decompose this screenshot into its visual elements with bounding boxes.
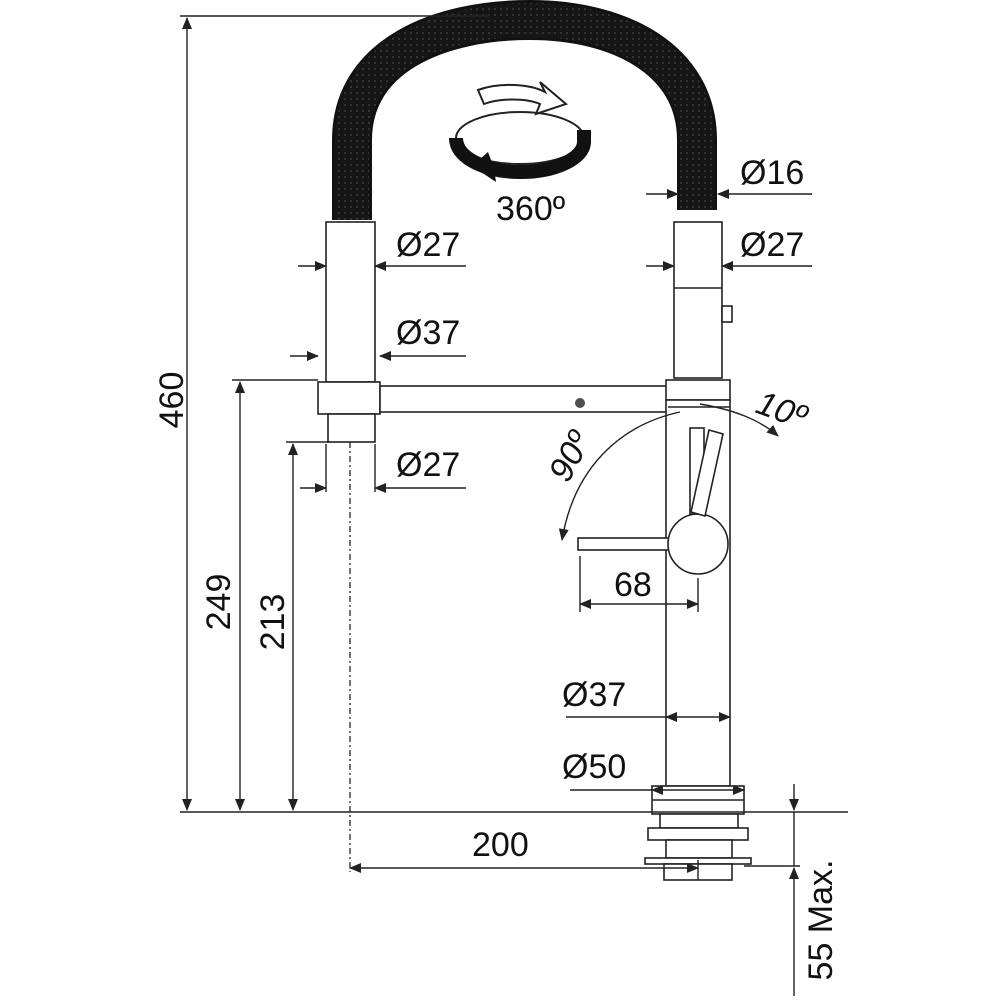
label-lever-length: 68 — [614, 566, 652, 604]
mixer-lever — [577, 427, 729, 575]
label-holder-diameter: Ø37 — [396, 314, 460, 352]
flexible-hose — [332, 0, 717, 220]
label-base-diameter: Ø50 — [562, 748, 626, 786]
dim-holder-diameter: Ø37 — [290, 314, 466, 361]
label-max-thickness: 55 Max. — [802, 860, 840, 981]
dim-base-diameter: Ø50 — [562, 748, 745, 795]
horizontal-arm — [379, 385, 669, 413]
dim-outlet-height: 213 — [254, 441, 330, 811]
label-lever-tilt: 10º — [751, 384, 813, 437]
dim-total-height: 460 — [153, 15, 490, 811]
label-total-height: 460 — [153, 372, 191, 429]
label-left-upper-diameter: Ø27 — [396, 226, 460, 264]
label-outlet-height: 213 — [254, 594, 292, 651]
label-reach: 200 — [472, 826, 529, 864]
label-body-diameter: Ø37 — [562, 676, 626, 714]
label-hose-diameter: Ø16 — [740, 154, 804, 192]
rotation-symbol: 360º — [449, 81, 591, 228]
dim-spout-height: 249 — [200, 379, 318, 811]
spray-head-holder — [317, 221, 381, 872]
dim-outlet-diameter: Ø27 — [300, 444, 466, 493]
dim-reach: 200 — [349, 826, 699, 880]
label-outlet-diameter: Ø27 — [396, 446, 460, 484]
dim-hose-diameter: Ø16 — [646, 154, 812, 199]
label-lever-swing: 90º — [542, 424, 600, 488]
dim-max-thickness: 55 Max. — [744, 784, 840, 996]
label-spout-height: 249 — [200, 574, 238, 631]
dim-body-diameter: Ø37 — [562, 676, 731, 722]
label-right-upper-diameter: Ø27 — [740, 226, 804, 264]
dim-left-upper-diameter: Ø27 — [298, 226, 466, 271]
label-rotation: 360º — [496, 190, 565, 228]
dim-lever-length: 68 — [579, 556, 699, 612]
dim-right-upper-diameter: Ø27 — [646, 226, 812, 271]
dim-lever-swing: 90º — [542, 411, 681, 541]
